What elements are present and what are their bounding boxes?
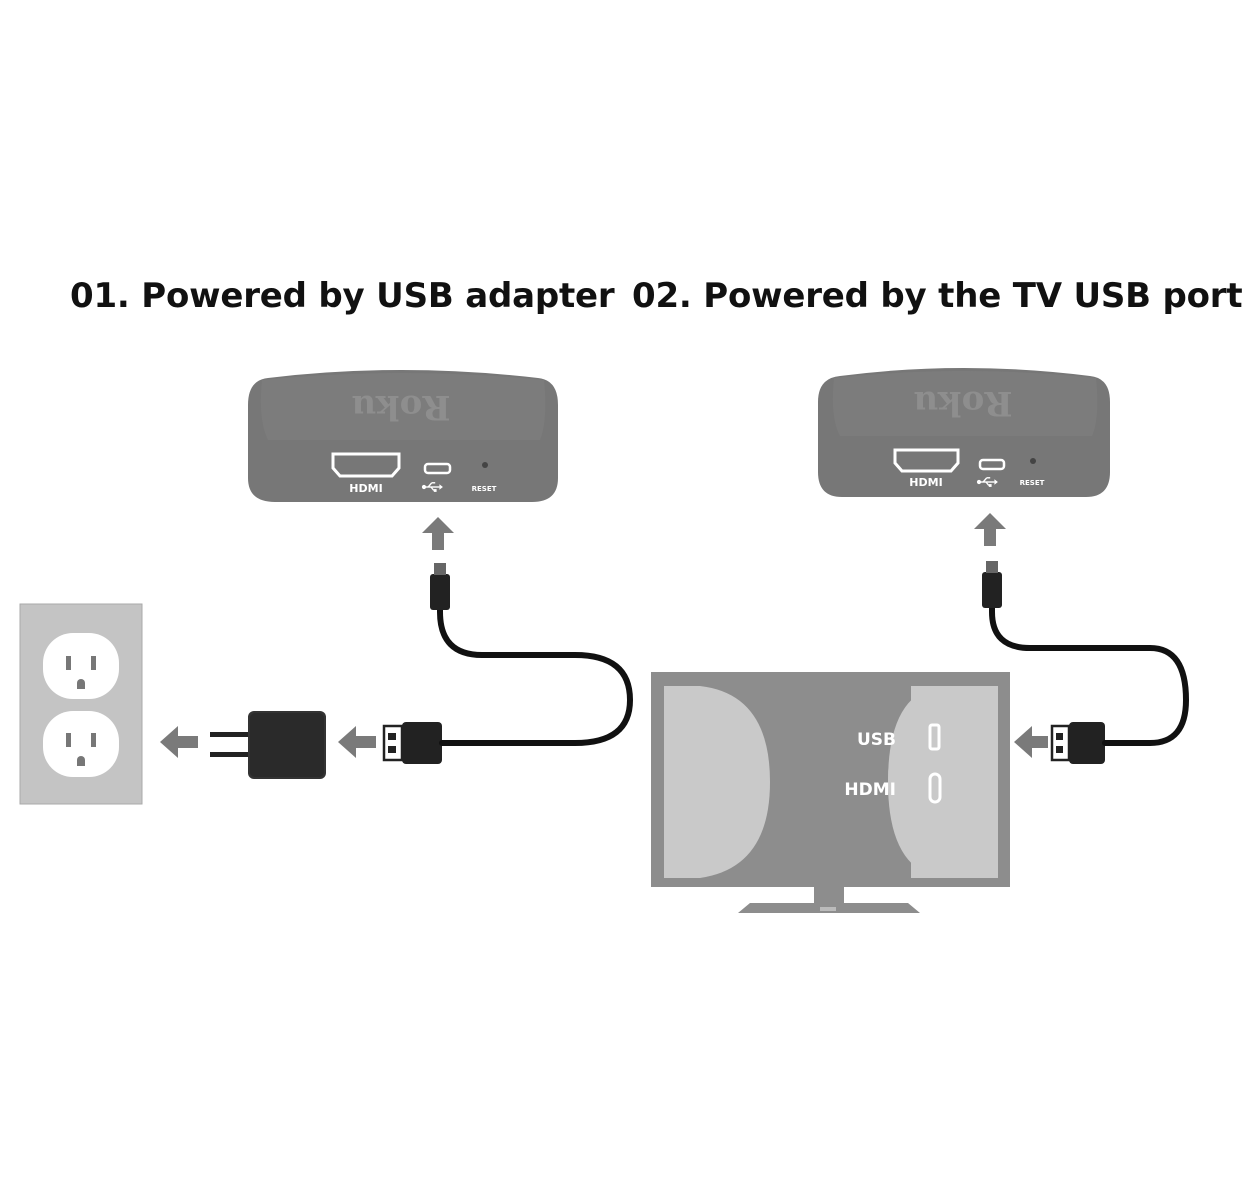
usb-cable-left — [437, 605, 634, 746]
hdmi-port-icon — [331, 452, 401, 478]
tv-hdmi-label: HDMI — [844, 780, 896, 800]
arrow-icon — [422, 517, 454, 550]
streaming-device-left: Roku HDMI RESET — [248, 370, 558, 502]
heading-option-1: 01. Powered by USB adapter — [70, 276, 615, 316]
hdmi-port-label: HDMI — [349, 482, 382, 495]
arrow-icon — [338, 726, 376, 758]
micro-usb-port-icon — [978, 458, 1006, 471]
tv-hdmi-port-icon — [928, 772, 942, 804]
reset-button-icon — [1030, 458, 1036, 464]
streaming-device-right: Roku HDMI RESET — [818, 368, 1110, 497]
device-logo: Roku — [913, 383, 1012, 423]
hdmi-port-icon — [893, 448, 960, 473]
reset-button-icon — [482, 462, 488, 468]
usb-a-plug-icon — [382, 722, 442, 764]
micro-usb-plug-icon — [982, 561, 1002, 608]
tv-icon — [651, 672, 1010, 913]
hdmi-port-label: HDMI — [909, 476, 942, 489]
device-logo: Roku — [351, 387, 450, 427]
arrow-icon — [1014, 726, 1048, 758]
reset-label: RESET — [1020, 479, 1045, 487]
heading-option-2: 02. Powered by the TV USB port — [632, 276, 1242, 316]
micro-usb-port-icon — [423, 462, 452, 475]
tv-usb-label: USB — [857, 730, 896, 750]
power-adapter-icon — [210, 711, 326, 779]
outlet-socket-bottom — [43, 711, 119, 777]
wall-outlet-icon — [19, 603, 143, 805]
reset-label: RESET — [472, 485, 497, 493]
tv-usb-port-icon — [928, 723, 941, 751]
micro-usb-plug-icon — [430, 563, 450, 610]
arrow-icon — [974, 513, 1006, 546]
outlet-socket-top — [43, 633, 119, 699]
connection-diagram: Roku HDMI RESET USB HDMI — [19, 368, 1190, 913]
arrow-icon — [160, 726, 198, 758]
usb-cable-right — [989, 603, 1190, 746]
usb-a-plug-icon — [1050, 722, 1105, 764]
